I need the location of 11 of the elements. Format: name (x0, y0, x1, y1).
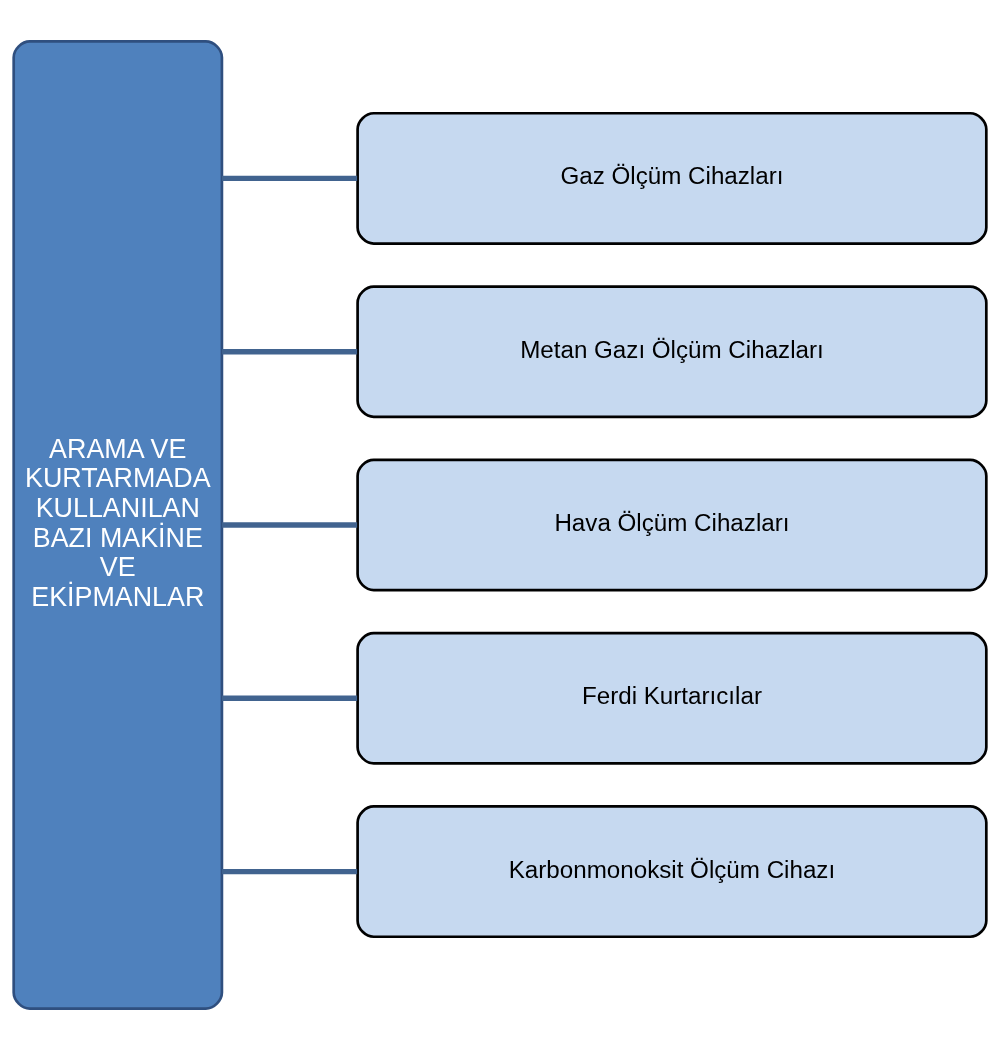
node-box: Ferdi Kurtarıcılar (356, 631, 988, 765)
connector (222, 522, 358, 528)
connector (222, 349, 358, 355)
connector (222, 868, 358, 875)
node-box: ARAMA VE KURTARMADA KULLANILAN BAZI MAKİNE VE EKİPMANLAR (12, 40, 224, 1010)
node-box: Hava Ölçüm Cihazları (356, 458, 988, 592)
node-box: Karbonmonoksit Ölçüm Cihazı (356, 805, 988, 939)
node-box: Metan Gazı Ölçüm Cihazları (356, 285, 988, 419)
connector (222, 175, 358, 182)
node-box: Gaz Ölçüm Cihazları (356, 111, 988, 245)
connector (222, 695, 358, 701)
